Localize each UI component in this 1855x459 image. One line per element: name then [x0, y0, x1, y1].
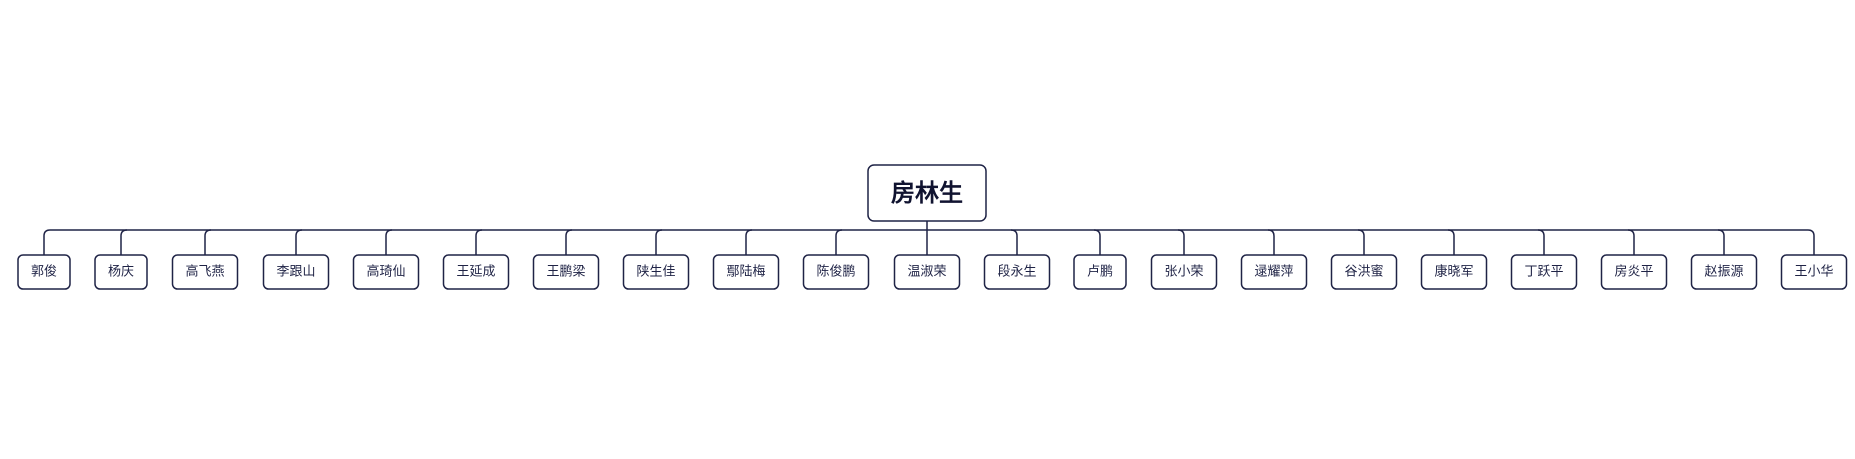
child-connector-line	[120, 229, 128, 255]
child-connector-line	[1177, 229, 1185, 255]
child-node-box	[983, 254, 1051, 290]
child-node-box	[262, 254, 330, 290]
child-node-label: 逯耀萍	[1254, 264, 1293, 280]
child-node-box	[442, 254, 510, 290]
child-node-label: 赵振源	[1704, 265, 1743, 280]
child-connector-line	[655, 229, 663, 255]
child-node-label: 郭俊	[31, 264, 57, 280]
child-node-label: 王延成	[456, 265, 495, 280]
child-node-label: 陕生佳	[636, 265, 675, 280]
child-node-label: 康晓军	[1434, 264, 1473, 280]
child-node-box	[352, 254, 420, 290]
child-node-box	[1330, 254, 1398, 290]
child-connector-line	[1537, 229, 1545, 255]
child-node-label: 温淑荣	[907, 265, 946, 280]
child-node-box	[1780, 254, 1848, 290]
child-node[interactable]: 房炎平	[1600, 254, 1668, 290]
child-node-box	[532, 254, 600, 290]
child-node-box	[712, 254, 780, 290]
child-connector-line	[1357, 229, 1365, 255]
child-node-box	[1600, 254, 1668, 290]
child-connector-line	[1807, 229, 1815, 255]
child-connector-line	[295, 229, 303, 255]
child-nodes: 郭俊 杨庆 高飞燕 李跟山 高琦仙 王延成 王鹏梁 陕生佳 鄢陆梅 陈俊鹏 温淑荣 段永生 卢鹏 张小荣 逯…	[17, 254, 1848, 290]
child-node-box	[802, 254, 870, 290]
child-node-box	[94, 254, 148, 290]
child-node-box	[1240, 254, 1308, 290]
child-node-label: 房炎平	[1614, 264, 1653, 280]
root-node-box	[867, 164, 987, 222]
child-connector-line	[385, 229, 393, 255]
child-node[interactable]: 赵振源	[1690, 254, 1758, 290]
child-node[interactable]: 鄢陆梅	[712, 254, 780, 290]
child-node[interactable]: 段永生	[983, 254, 1051, 290]
child-node[interactable]: 李跟山	[262, 254, 330, 290]
child-node[interactable]: 温淑荣	[893, 254, 961, 290]
child-node-label: 李跟山	[276, 265, 315, 280]
child-node-label: 谷洪蜜	[1344, 265, 1383, 280]
child-node[interactable]: 王鹏梁	[532, 254, 600, 290]
child-node-box	[1073, 254, 1127, 290]
child-node-box	[622, 254, 690, 290]
child-connector-line	[745, 229, 753, 255]
tree-connectors	[43, 221, 1815, 255]
child-node[interactable]: 郭俊	[17, 254, 71, 290]
child-node-label: 王鹏梁	[546, 265, 585, 280]
child-node-label: 段永生	[997, 265, 1036, 280]
child-node-box	[17, 254, 71, 290]
child-node[interactable]: 逯耀萍	[1240, 254, 1308, 290]
child-connector-line	[1010, 229, 1018, 255]
child-node-box	[1150, 254, 1218, 290]
child-connector-line	[835, 229, 843, 255]
child-connector-line	[1267, 229, 1275, 255]
child-node[interactable]: 卢鹏	[1073, 254, 1127, 290]
child-connector-line	[1447, 229, 1455, 255]
child-node[interactable]: 康晓军	[1420, 254, 1488, 290]
child-node-box	[1510, 254, 1578, 290]
child-connector-line	[1717, 229, 1725, 255]
child-node-box	[171, 254, 239, 290]
child-connector-line	[1093, 229, 1101, 255]
child-connector-line	[204, 229, 212, 255]
child-connector-line	[475, 229, 483, 255]
child-node-label: 鄢陆梅	[726, 264, 765, 280]
child-node-box	[1690, 254, 1758, 290]
child-node-label: 张小荣	[1164, 265, 1203, 280]
child-node[interactable]: 杨庆	[94, 254, 148, 290]
child-node-label: 高飞燕	[185, 264, 224, 280]
child-node[interactable]: 高飞燕	[171, 254, 239, 290]
child-node[interactable]: 丁跃平	[1510, 254, 1578, 290]
child-node[interactable]: 陈俊鹏	[802, 254, 870, 290]
root-node[interactable]: 房林生	[867, 164, 987, 222]
child-node-label: 卢鹏	[1087, 264, 1113, 280]
child-node[interactable]: 高琦仙	[352, 254, 420, 290]
child-node[interactable]: 王延成	[442, 254, 510, 290]
child-node-label: 陈俊鹏	[816, 264, 855, 280]
child-node[interactable]: 陕生佳	[622, 254, 690, 290]
child-node[interactable]: 谷洪蜜	[1330, 254, 1398, 290]
child-node-box	[1420, 254, 1488, 290]
child-node-label: 杨庆	[108, 265, 134, 280]
child-node-label: 王小华	[1794, 265, 1833, 280]
child-node-label: 丁跃平	[1524, 265, 1563, 280]
child-node-box	[893, 254, 961, 290]
child-node[interactable]: 张小荣	[1150, 254, 1218, 290]
child-node-label: 高琦仙	[366, 264, 405, 280]
child-connector-line	[43, 229, 51, 255]
child-connector-line	[1627, 229, 1635, 255]
child-node[interactable]: 王小华	[1780, 254, 1848, 290]
root-node-label: 房林生	[891, 179, 963, 207]
child-connector-line	[565, 229, 573, 255]
